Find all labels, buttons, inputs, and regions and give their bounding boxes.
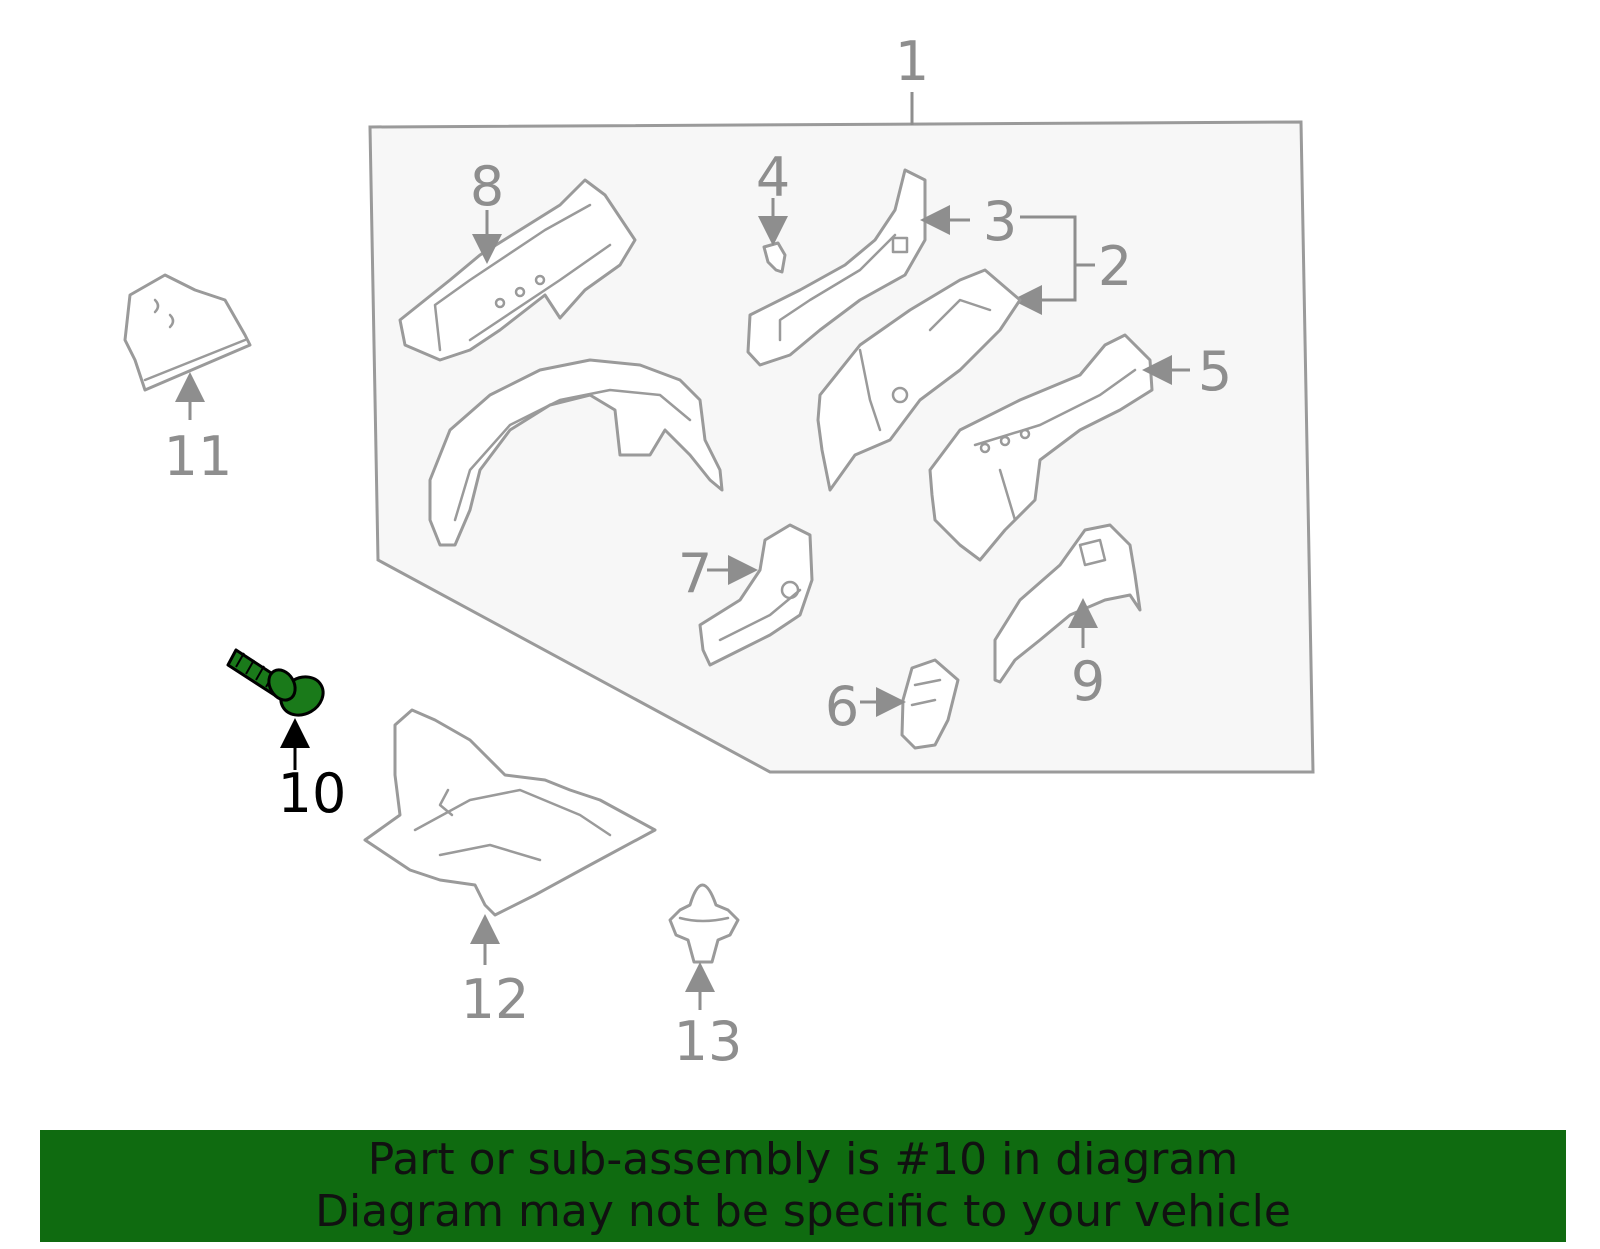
bracket-2: [1012, 215, 1077, 315]
part-9-extension[interactable]: [993, 523, 1142, 684]
callout-7[interactable]: 7: [678, 542, 712, 605]
callout-8[interactable]: 8: [470, 155, 504, 218]
part-11-gusset[interactable]: [123, 273, 252, 392]
callout-9[interactable]: 9: [1071, 650, 1105, 713]
part-5-side-member[interactable]: [928, 333, 1154, 562]
callout-12[interactable]: 12: [461, 968, 530, 1031]
part-10-bolt[interactable]: [226, 648, 330, 723]
callout-2[interactable]: 2: [1098, 235, 1132, 298]
callout-4[interactable]: 4: [756, 146, 790, 209]
banner-line-1: Part or sub-assembly is #10 in diagram: [367, 1134, 1239, 1185]
info-banner: Part or sub-assembly is #10 in diagram D…: [40, 1130, 1566, 1242]
callout-1[interactable]: 1: [895, 30, 929, 93]
callout-3[interactable]: 3: [983, 190, 1017, 253]
callout-13[interactable]: 13: [674, 1010, 743, 1073]
part-8-rail[interactable]: [398, 178, 637, 362]
part-3-member[interactable]: [746, 168, 927, 367]
callout-5[interactable]: 5: [1198, 340, 1232, 403]
part-13-push-clip[interactable]: [668, 883, 740, 964]
callout-11[interactable]: 11: [164, 425, 233, 488]
callout-10[interactable]: 10: [278, 762, 347, 825]
part-2-reinforcement[interactable]: [816, 268, 1022, 492]
wheelhouse-panel[interactable]: [428, 358, 724, 547]
part-12-floor-panel[interactable]: [363, 708, 657, 917]
banner-line-2: Diagram may not be specific to your vehi…: [315, 1186, 1291, 1237]
callout-6[interactable]: 6: [825, 675, 859, 738]
part-7-bracket[interactable]: [698, 523, 814, 667]
